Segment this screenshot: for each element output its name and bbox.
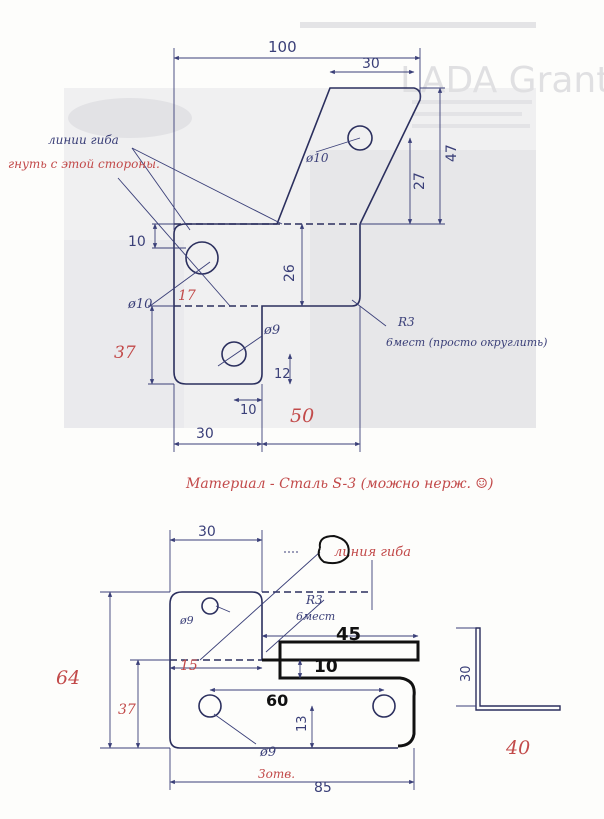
hole-count-note: 3отв. xyxy=(258,767,295,781)
dim-notch-width: 45 xyxy=(336,624,361,645)
dim-lower-height-bottom: 37 xyxy=(118,702,136,718)
hole-bottom-label: ø9 xyxy=(259,745,276,760)
scribble-mark xyxy=(317,534,350,565)
radius-note-bottom: 6мест xyxy=(296,610,335,623)
dim-overall-width: 100 xyxy=(268,38,297,56)
flange-outline xyxy=(173,223,361,385)
hole-left-label: ø10 xyxy=(127,297,152,312)
dim-hole-offset-slant: 27 xyxy=(412,172,428,190)
dim-bottom-right: 50 xyxy=(290,405,314,427)
hole-center-label: ø9 xyxy=(263,323,280,338)
bottom-part-view xyxy=(169,591,398,749)
dim-hole-offset-left: 17 xyxy=(178,288,196,304)
dim-hole-horizontal: 10 xyxy=(240,403,257,418)
dim-hole-height: 13 xyxy=(295,715,310,732)
bottom-plate-outline xyxy=(169,591,398,749)
marker-correction-outline xyxy=(262,640,420,748)
bottom-labels: 30 64 37 15 45 10 60 13 85 ø9 ø9 3отв. л… xyxy=(56,524,411,796)
hole-slant-label: ø10 xyxy=(305,151,329,165)
hole-slant xyxy=(347,125,373,151)
dim-notch: 15 xyxy=(180,658,198,674)
print-through-background: LADA Granta xyxy=(64,22,604,428)
hole-bottom-right xyxy=(372,694,396,718)
dim-overall-width-bottom: 85 xyxy=(314,780,332,796)
hole-small-label: ø9 xyxy=(179,614,194,627)
dim-notch-depth: 10 xyxy=(314,657,338,677)
dim-hole-spacing: 60 xyxy=(266,691,288,710)
dim-step: 26 xyxy=(282,264,298,282)
dim-hole-top: 10 xyxy=(128,234,146,250)
radius-label-top: R3 xyxy=(397,315,415,329)
top-dimensions xyxy=(117,48,445,452)
angle-dim-height: 30 xyxy=(459,665,474,682)
material-note: Материал - Сталь S-3 (можно нерж. ☺) xyxy=(185,476,493,492)
dim-overall-height-bottom: 64 xyxy=(56,667,80,689)
top-labels: 100 30 47 27 10 26 17 37 12 10 30 50 ø10… xyxy=(8,38,547,442)
hole-small xyxy=(201,597,219,615)
radius-label-bottom: R3 xyxy=(305,593,323,607)
bottom-dimensions xyxy=(100,530,419,790)
dim-lower-height: 37 xyxy=(114,343,136,363)
print-through-title: LADA Granta xyxy=(400,60,604,101)
dim-slant-height: 47 xyxy=(444,144,460,162)
radius-note-top: 6мест (просто округлить) xyxy=(386,336,547,349)
hole-bottom-left xyxy=(198,694,222,718)
dim-bottom-left: 30 xyxy=(196,426,214,442)
bend-note-bottom: линия гиба xyxy=(334,545,411,560)
dim-hole-vertical: 12 xyxy=(274,367,291,382)
dim-slant-top: 30 xyxy=(362,56,380,72)
angle-dim-width: 40 xyxy=(505,737,530,759)
angle-profile-outline xyxy=(475,627,561,711)
angle-profile-view: 30 40 xyxy=(456,627,561,759)
dim-top-left-bottom: 30 xyxy=(198,524,216,540)
hole-center xyxy=(221,341,247,367)
bend-note: линии гиба xyxy=(48,133,119,147)
bend-side-note: гнуть с этой стороны. xyxy=(8,157,160,171)
